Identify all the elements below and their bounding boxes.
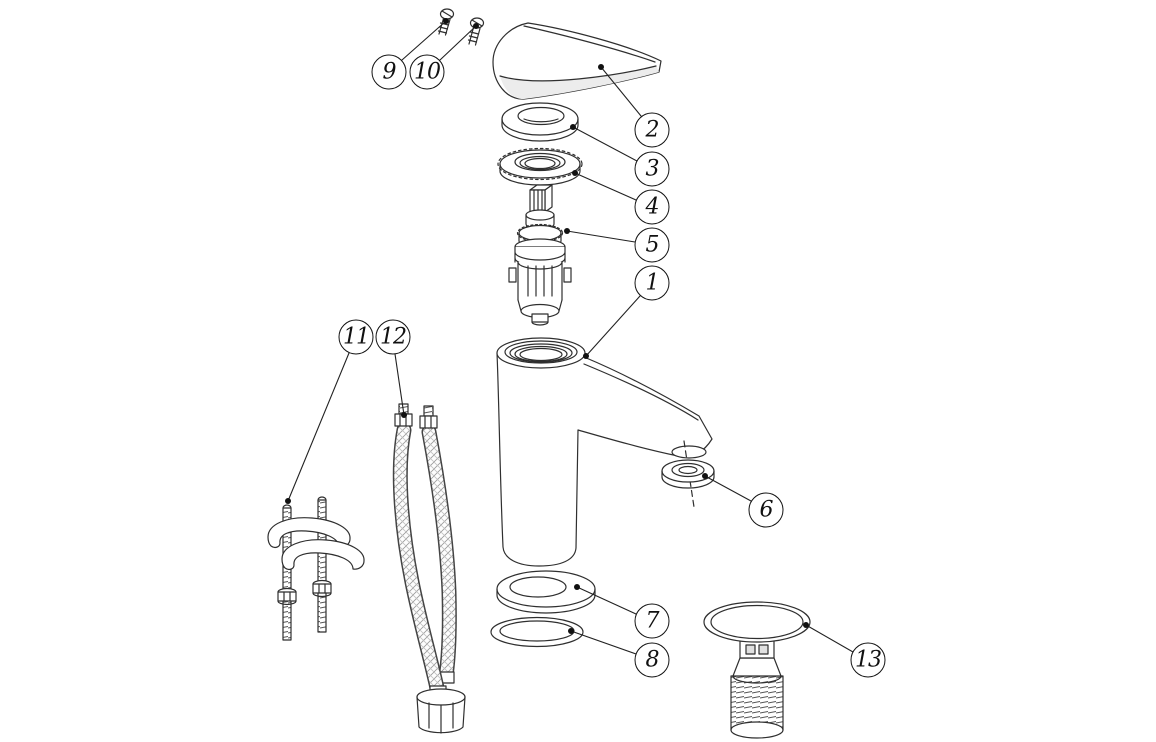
- callout-1: 1: [634, 265, 670, 301]
- callout-5: 5: [634, 227, 670, 263]
- drain-waste-drawing: [703, 601, 811, 739]
- mounting-hardware-drawing: [267, 496, 365, 641]
- callout-9: 9: [371, 54, 407, 90]
- leader-lines: [287, 20, 854, 655]
- callout-6: 6: [748, 492, 784, 528]
- o-ring-drawing: [490, 616, 584, 648]
- base-gasket-drawing: [496, 570, 596, 614]
- callout-11: 11: [338, 319, 374, 355]
- body-drawing: [496, 337, 713, 567]
- callout-12: 12: [375, 319, 411, 355]
- callout-7: 7: [634, 603, 670, 639]
- callout-4: 4: [634, 189, 670, 225]
- hose-drawing: [392, 403, 466, 734]
- lock-ring-drawing: [497, 147, 583, 186]
- cartridge-drawing: [508, 184, 572, 326]
- callout-10: 10: [409, 54, 445, 90]
- callout-3: 3: [634, 151, 670, 187]
- aerator-drawing: [661, 459, 715, 489]
- leader-dots: [285, 18, 809, 634]
- callout-8: 8: [634, 642, 670, 678]
- cap-ring-drawing: [501, 102, 579, 142]
- callout-13: 13: [850, 642, 886, 678]
- callout-2: 2: [634, 112, 670, 148]
- handle-drawing: [492, 22, 662, 100]
